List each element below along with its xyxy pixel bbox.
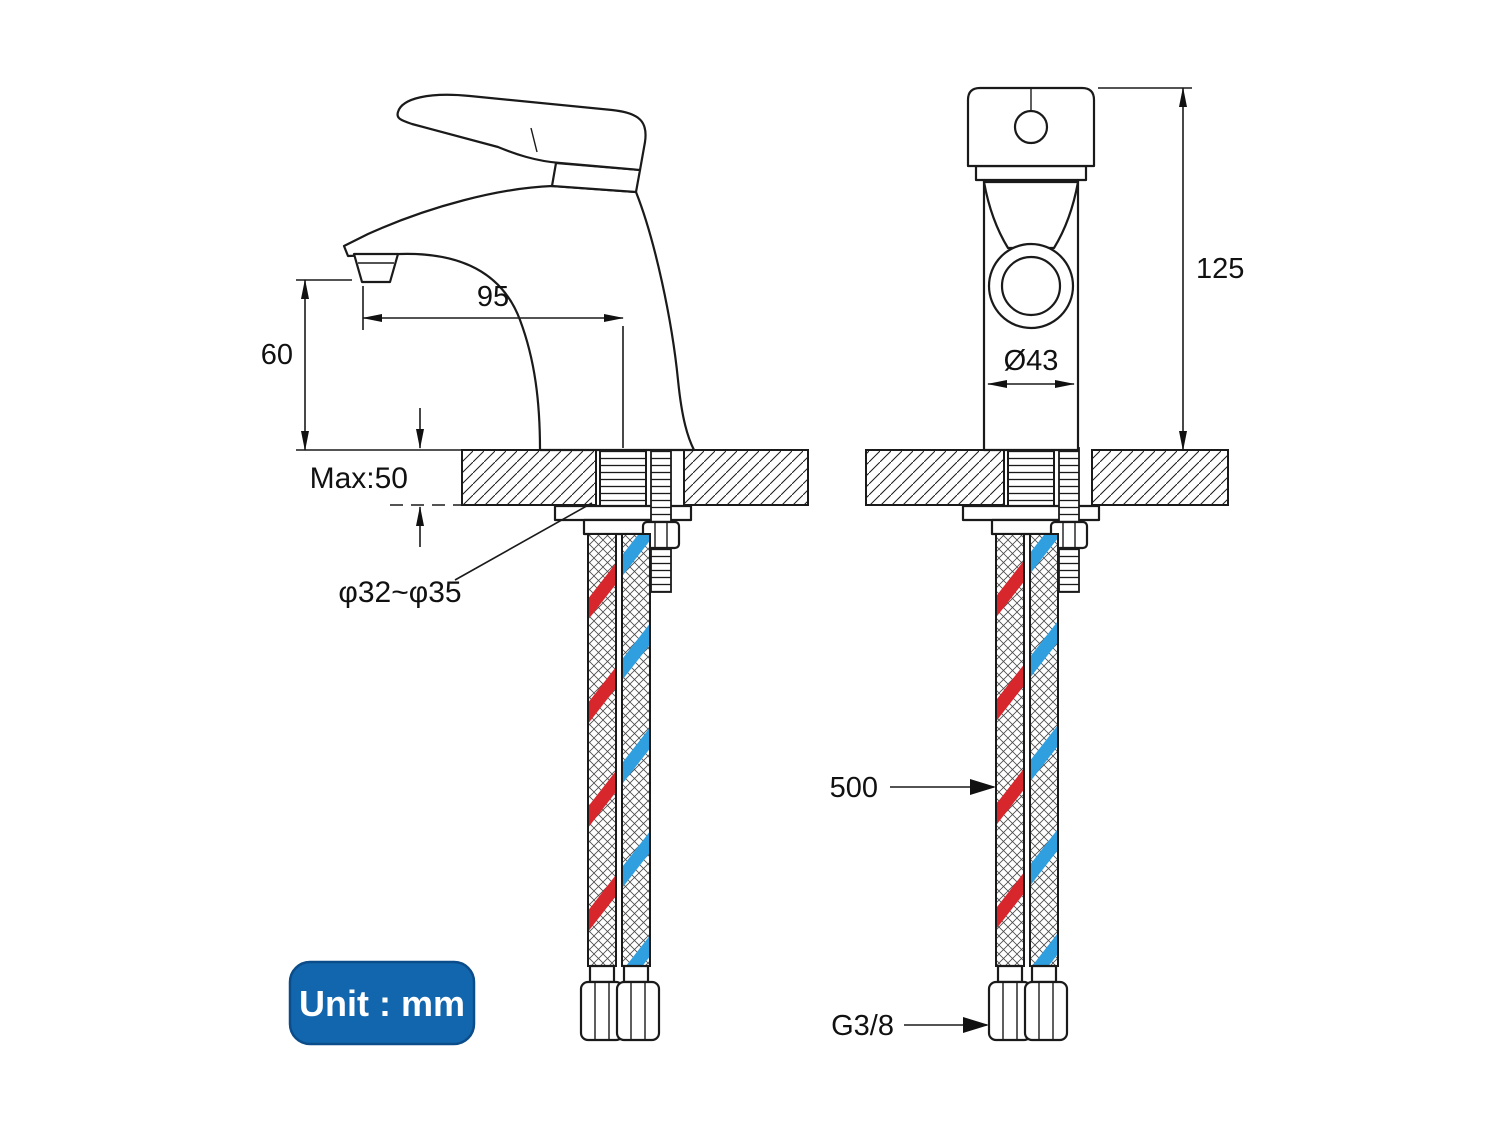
dim-thread-size-label: G3/8 xyxy=(831,1010,894,1042)
dim-spout-reach: 95 xyxy=(362,281,624,448)
handle-marker xyxy=(530,127,538,153)
mounting-stud-front xyxy=(1058,447,1080,593)
dim-hole-range-label: φ32~φ35 xyxy=(338,576,461,609)
underdeck-side xyxy=(553,445,693,1042)
aerator-inner xyxy=(1000,255,1062,317)
dim-deck-thickness: Max:50 xyxy=(310,408,466,547)
faucet-front-profile xyxy=(966,86,1096,452)
cold-hose-front xyxy=(1029,533,1059,967)
dim-body-dia-label: Ø43 xyxy=(1004,345,1059,377)
dim-deck-max-label: Max:50 xyxy=(310,462,408,495)
hot-hose-front xyxy=(995,533,1025,967)
unit-badge-label: Unit : mm xyxy=(299,983,465,1024)
shank-front xyxy=(1007,445,1055,507)
spout-cone-front xyxy=(982,180,1080,250)
handle-lever xyxy=(396,93,647,172)
dim-spout-reach-label: 95 xyxy=(477,281,509,313)
dim-hose-length: 500 xyxy=(830,772,996,804)
side-view: 95 60 Max:50 φ32~φ35 xyxy=(261,93,809,1042)
dim-hose-length-label: 500 xyxy=(830,772,878,804)
mounting-stud-side xyxy=(650,447,672,593)
deck-section-side xyxy=(461,449,809,506)
shank-side xyxy=(599,445,647,507)
hose-fitting-front xyxy=(990,518,1062,536)
dim-spout-height: 60 xyxy=(261,279,462,451)
hot-hose-side xyxy=(587,533,617,967)
spout-outlet xyxy=(352,252,400,284)
dim-body-diameter: Ø43 xyxy=(987,345,1075,388)
cold-hose-side xyxy=(621,533,651,967)
hose-connectors-side xyxy=(579,964,661,1042)
dim-spout-height-label: 60 xyxy=(261,339,293,371)
dim-thread-size: G3/8 xyxy=(831,1010,989,1042)
spout-body-outline xyxy=(342,184,696,452)
hose-connectors-front xyxy=(987,964,1069,1042)
dim-total-height-label: 125 xyxy=(1196,253,1244,285)
hose-fitting-side xyxy=(582,518,654,536)
dim-total-height: 125 xyxy=(1098,87,1244,451)
dim-hole-range: φ32~φ35 xyxy=(338,502,593,609)
faucet-side-profile xyxy=(342,93,696,452)
handle-front xyxy=(966,86,1096,168)
neck-front xyxy=(974,164,1088,182)
unit-badge-background xyxy=(288,960,476,1046)
underdeck-front xyxy=(961,445,1101,1042)
front-view: 125 Ø43 500 G3/8 xyxy=(830,86,1244,1042)
unit-badge: Unit : mm xyxy=(288,960,476,1046)
deck-section-front xyxy=(865,449,1229,506)
